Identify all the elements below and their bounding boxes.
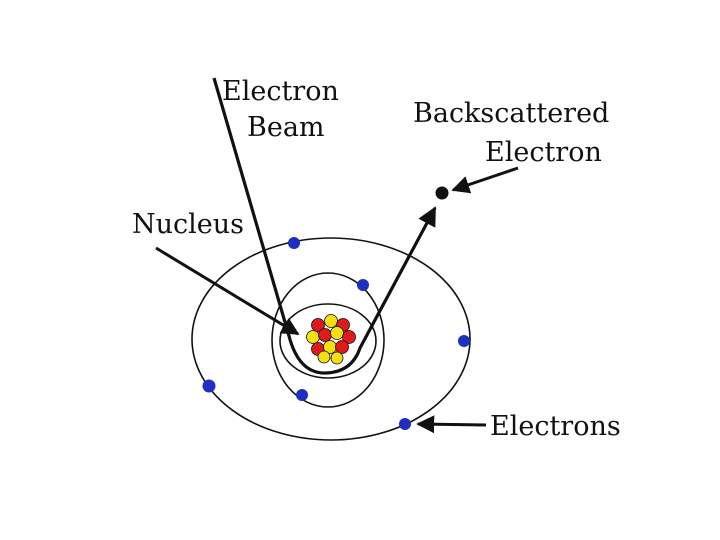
electron	[399, 418, 411, 430]
electrons-pointer-arrow	[416, 415, 487, 434]
outer-orbit	[191, 237, 471, 441]
backscattered-label-line2: Electron	[485, 137, 602, 168]
electron	[202, 379, 216, 393]
electron	[296, 389, 308, 401]
middle-orbit	[271, 272, 385, 408]
inner-orbit	[279, 303, 377, 379]
nucleus-cluster	[306, 314, 356, 365]
backscattered-electron	[435, 186, 449, 200]
nucleus-pointer-arrow	[155, 246, 300, 336]
electron-beam-label-line2: Beam	[247, 112, 325, 143]
electron-beam-path	[212, 77, 437, 375]
electron	[458, 335, 470, 347]
electron	[357, 279, 369, 291]
backscattered-label-line1: Backscattered	[413, 98, 610, 129]
electron-beam-label-line1: Electron	[222, 76, 339, 107]
electrons-label: Electrons	[490, 411, 621, 442]
electron	[288, 237, 300, 249]
backscattered-pointer-arrow	[451, 166, 519, 194]
nucleus-label: Nucleus	[132, 209, 244, 240]
